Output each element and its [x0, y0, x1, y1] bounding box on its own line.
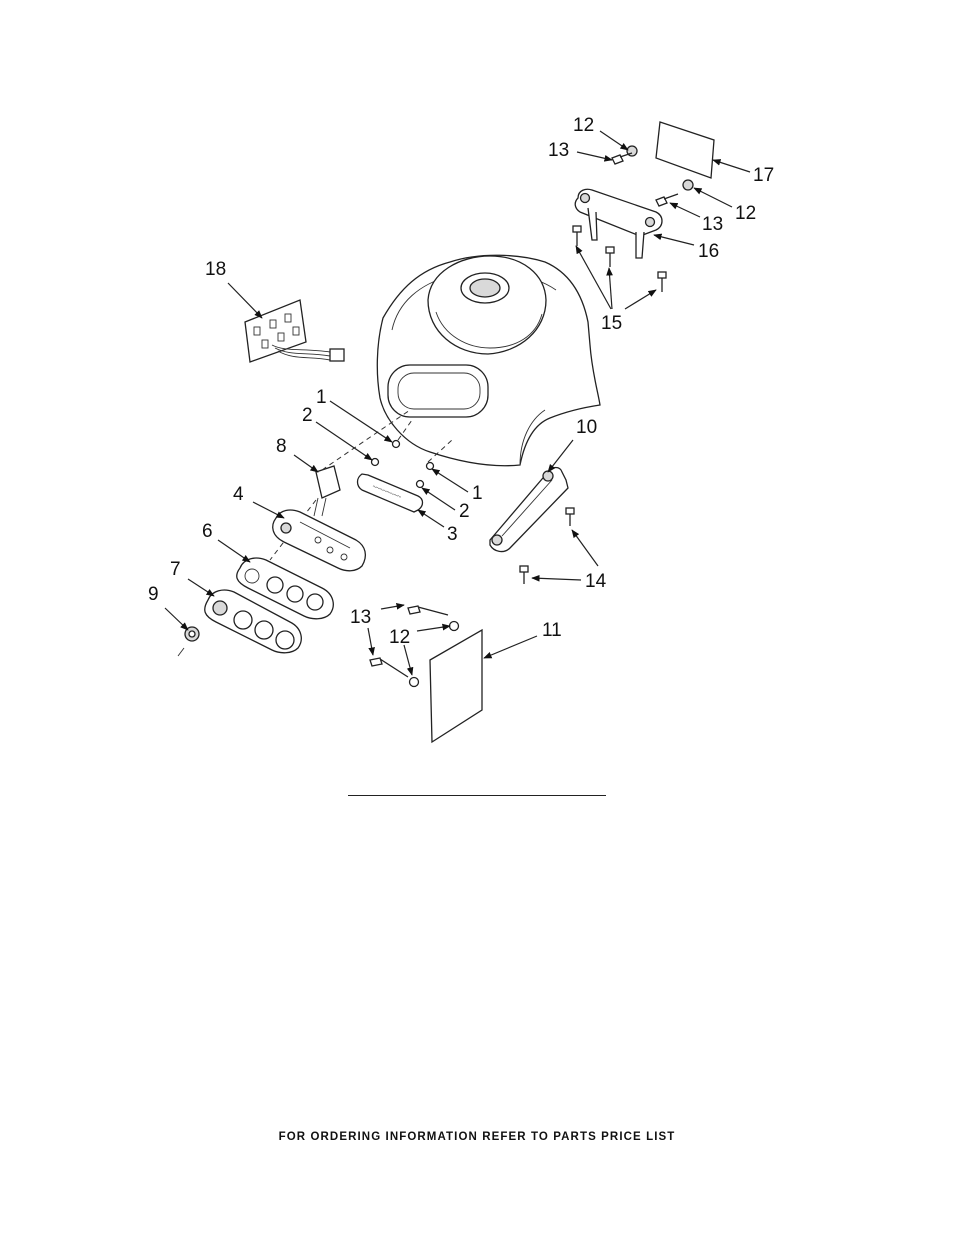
callout-13-bottom-a: 13: [350, 607, 371, 628]
callout-7: 7: [170, 559, 181, 580]
gasket-panel: [236, 557, 334, 620]
callout-4: 4: [233, 484, 244, 505]
callout-14: 14: [585, 571, 607, 592]
separator-line: [348, 795, 606, 796]
callout-13-top: 13: [548, 140, 569, 161]
callout-15: 15: [601, 313, 622, 334]
callout-18: 18: [205, 259, 226, 280]
callout-12-right: 12: [735, 203, 756, 224]
side-rail: [489, 466, 575, 584]
bracket: [574, 188, 663, 259]
callout-13-right: 13: [702, 214, 723, 235]
callout-1-left: 1: [316, 387, 327, 408]
callout-12-bottom: 12: [389, 627, 410, 648]
nameplate: ~~~~~~~~: [356, 473, 424, 513]
callout-16: 16: [698, 241, 719, 262]
cover-plate: [655, 121, 715, 179]
callout-11: 11: [542, 620, 562, 641]
bottom-plate: [369, 605, 483, 744]
callout-12-top: 12: [573, 115, 594, 136]
callout-labels: 12 13 17 12 13 16 15 18 10 1 2 8 1 2 3 4…: [148, 115, 774, 648]
callout-6: 6: [202, 521, 213, 542]
housing-control-window: [387, 364, 489, 418]
control-panel-inner: [272, 509, 367, 572]
switch-component: [269, 409, 411, 561]
callout-17: 17: [753, 165, 774, 186]
blender-base-housing: [376, 254, 601, 467]
circuit-board: [244, 299, 345, 363]
callout-10: 10: [576, 417, 597, 438]
callout-8: 8: [276, 436, 287, 457]
footer-note: FOR ORDERING INFORMATION REFER TO PARTS …: [278, 1131, 676, 1143]
callout-2-left: 2: [302, 405, 313, 426]
callout-9: 9: [148, 584, 159, 605]
callout-3: 3: [447, 524, 458, 545]
callout-1-right: 1: [472, 483, 483, 504]
leader-lines: [164, 130, 751, 676]
control-panel-outer: [204, 589, 302, 654]
knob: [177, 626, 200, 657]
callout-2-right: 2: [459, 501, 470, 522]
hardware-top: [572, 145, 694, 292]
exploded-parts-diagram: ~~~~~~~~: [148, 115, 774, 744]
